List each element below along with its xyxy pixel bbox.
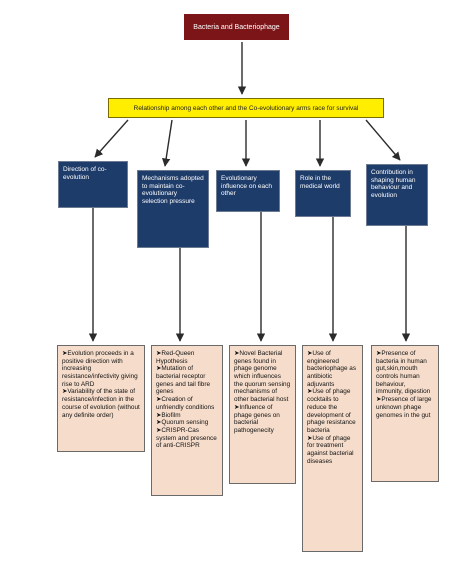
relationship-box: Relationship among each other and the Co…	[108, 98, 384, 118]
detail-item: Influence of phage genes on bacterial pa…	[234, 404, 291, 435]
detail-item: Red-Queen Hypothesis	[156, 350, 218, 365]
detail-item: Use of phage for treatment against bacte…	[307, 435, 358, 466]
category-human-behaviour: Contribution in shaping human behaviour …	[366, 164, 428, 226]
detail-item: Presence of bacteria in human gut,skin,m…	[376, 350, 434, 396]
arrow-rel-to-cat-5	[365, 119, 401, 161]
category-direction: Direction of co-evolution	[58, 161, 128, 208]
detail-item: Use of engineered bacteriophage as antib…	[307, 350, 358, 388]
detail-mechanisms: Red-Queen Hypothesis Mutation of bacteri…	[151, 345, 223, 496]
detail-item: Novel Bacterial genes found in phage gen…	[234, 350, 291, 404]
detail-item: Biofilm	[156, 412, 218, 420]
arrow-rel-to-cat-1	[94, 119, 129, 158]
detail-evolutionary-influence: Novel Bacterial genes found in phage gen…	[229, 345, 296, 484]
detail-item: Mutation of bacterial receptor genes and…	[156, 365, 218, 396]
detail-item: Presence of large unknown phage genomes …	[376, 396, 434, 419]
detail-direction: Evolution proceeds in a positive directi…	[57, 345, 145, 452]
detail-item: CRISPR-Cas system and presence of anti-C…	[156, 427, 218, 450]
category-evolutionary-influence: Evolutionary influence on each other	[216, 170, 280, 212]
detail-medical-role: Use of engineered bacteriophage as antib…	[302, 345, 363, 552]
detail-item: Creation of unfriendly conditions	[156, 396, 218, 411]
detail-human-behaviour: Presence of bacteria in human gut,skin,m…	[371, 345, 439, 482]
category-medical-role: Role in the medical world	[295, 170, 351, 217]
title-box: Bacteria and Bacteriophage	[184, 14, 289, 40]
category-mechanisms: Mechanisms adopted to maintain co-evolut…	[137, 170, 209, 248]
detail-item: Quorum sensing	[156, 419, 218, 427]
arrow-rel-to-cat-2	[161, 119, 173, 167]
detail-item: Evolution proceeds in a positive directi…	[62, 350, 140, 388]
detail-item: Variability of the state of resistance/i…	[62, 388, 140, 419]
detail-item: Use of phage cocktails to reduce the dev…	[307, 388, 358, 434]
